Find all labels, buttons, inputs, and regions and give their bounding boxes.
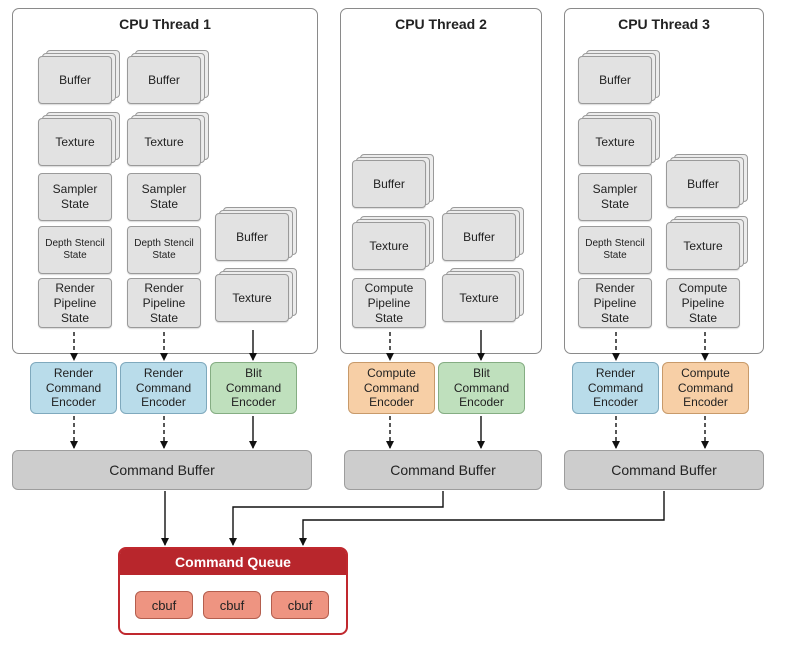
texture-label: Texture — [144, 134, 184, 149]
texture-label: Texture — [55, 134, 95, 149]
command-buffer-label: Command Buffer — [390, 462, 496, 478]
command-buffer: Command Buffer — [344, 450, 542, 490]
texture-label: Texture — [683, 238, 723, 253]
solid-arrow — [229, 491, 444, 546]
buffer-label: Buffer — [463, 229, 495, 244]
texture-label: Texture — [459, 290, 499, 305]
buffer-label: Buffer — [148, 72, 180, 87]
buffer-label: Buffer — [599, 72, 631, 87]
texture-label: Texture — [595, 134, 635, 149]
buffer-label: Buffer — [59, 72, 91, 87]
cpu-thread-1-title: CPU Thread 1 — [119, 16, 211, 32]
buffer-label: Buffer — [687, 176, 719, 191]
command-buffer: Command Buffer — [564, 450, 764, 490]
cbuf-item: cbuf — [135, 591, 193, 619]
command-buffer: Command Buffer — [12, 450, 312, 490]
buffer-label: Buffer — [236, 229, 268, 244]
solid-arrow — [299, 491, 665, 546]
buffer-label: Buffer — [373, 176, 405, 191]
command-queue-title: Command Queue — [120, 549, 346, 575]
command-buffer-label: Command Buffer — [109, 462, 215, 478]
cpu-thread-3-title: CPU Thread 3 — [618, 16, 710, 32]
cpu-thread-2-title: CPU Thread 2 — [395, 16, 487, 32]
texture-label: Texture — [232, 290, 272, 305]
cbuf-item: cbuf — [203, 591, 261, 619]
command-queue: Command Queue cbuf cbuf cbuf — [118, 547, 348, 635]
cbuf-item: cbuf — [271, 591, 329, 619]
texture-label: Texture — [369, 238, 409, 253]
command-buffer-label: Command Buffer — [611, 462, 717, 478]
